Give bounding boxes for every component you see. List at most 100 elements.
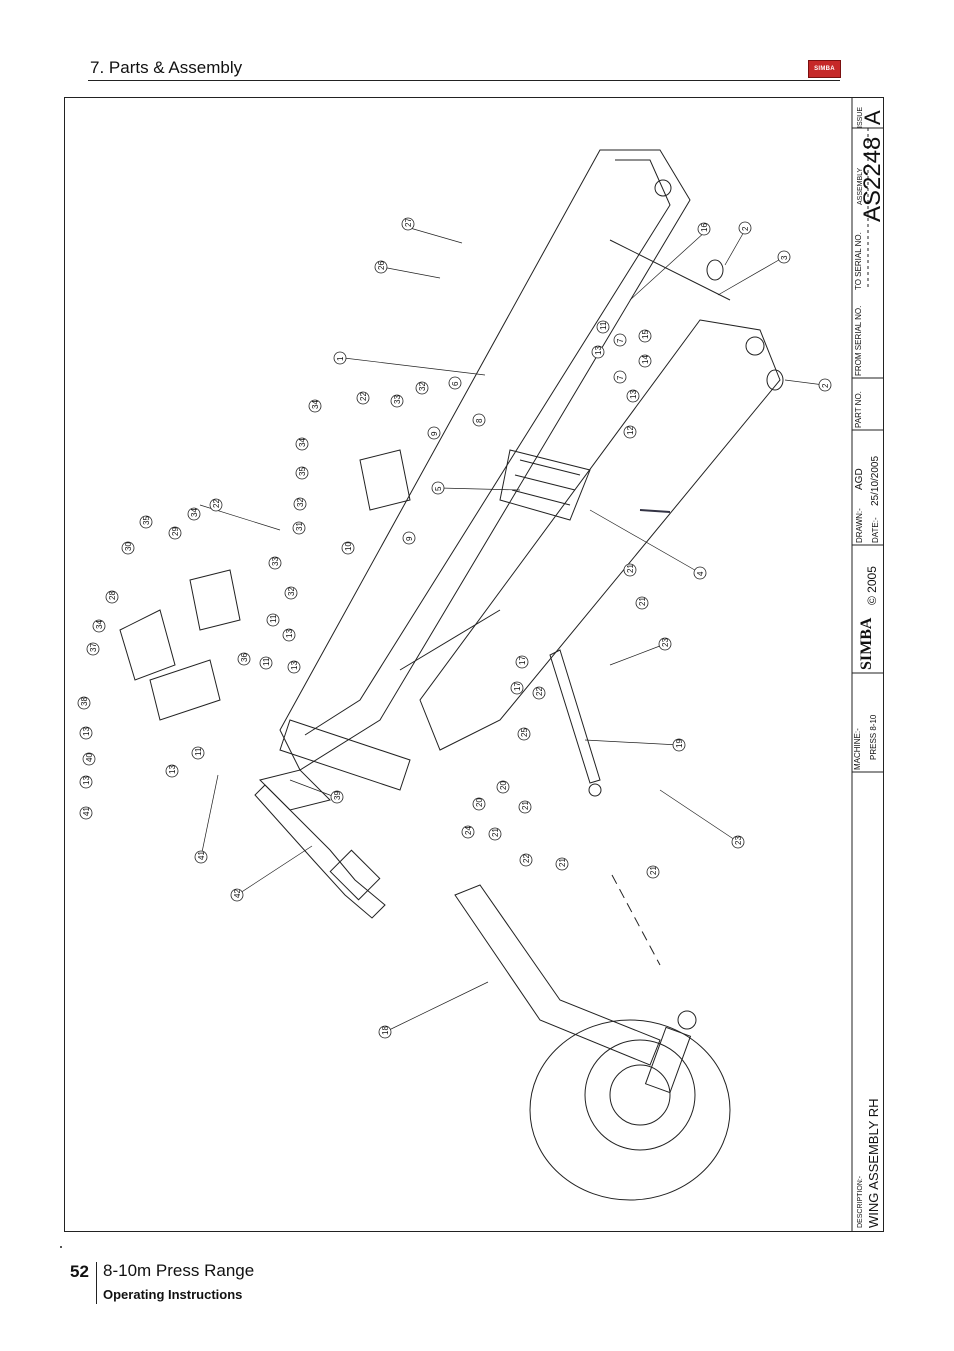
svg-text:11: 11: [262, 657, 271, 666]
svg-text:31: 31: [295, 522, 304, 531]
to-serial-label: TO SERIAL NO.: [854, 232, 863, 290]
callout-13f: 13: [165, 765, 179, 778]
svg-text:34: 34: [95, 620, 104, 629]
svg-text:16: 16: [700, 223, 709, 232]
callout-22c: 22: [532, 687, 546, 700]
callout-34c: 34: [187, 508, 201, 521]
callout-28: 28: [105, 591, 119, 604]
part-callouts: 1 2 2 3 4 5 6 7 7 8 9 9 10 11 11 11 11 1…: [77, 218, 832, 1039]
svg-text:13: 13: [629, 390, 638, 399]
callout-2a: 2: [738, 221, 752, 235]
callout-40: 40: [82, 753, 96, 766]
svg-text:40: 40: [85, 753, 94, 762]
callout-4: 4: [693, 566, 707, 580]
callout-42: 42: [230, 889, 244, 902]
svg-text:28: 28: [108, 591, 117, 600]
callout-34a: 34: [308, 400, 322, 413]
callout-22a: 22: [356, 392, 370, 405]
footer-subtitle: Operating Instructions: [103, 1287, 243, 1302]
callout-2b: 2: [818, 378, 832, 392]
callout-6: 6: [448, 376, 462, 390]
callout-17b: 17: [510, 682, 524, 695]
svg-text:19: 19: [675, 739, 684, 748]
svg-text:20: 20: [499, 781, 508, 790]
callout-21c: 21: [518, 801, 532, 814]
callout-31: 31: [292, 522, 306, 535]
svg-text:21: 21: [558, 858, 567, 867]
svg-text:32: 32: [418, 382, 427, 391]
callout-11d: 11: [191, 746, 205, 760]
svg-text:13: 13: [82, 776, 91, 785]
callout-21a: 21: [623, 564, 637, 577]
svg-text:11: 11: [599, 321, 608, 330]
svg-text:22: 22: [535, 687, 544, 696]
svg-text:13: 13: [285, 629, 294, 638]
svg-text:12: 12: [626, 426, 635, 435]
callout-12: 12: [623, 426, 637, 439]
drawn-value: AGD: [854, 468, 865, 490]
callout-10: 10: [341, 542, 355, 555]
svg-text:37: 37: [89, 643, 98, 652]
svg-text:24: 24: [464, 826, 473, 835]
machine-label: MACHINE:-: [853, 728, 862, 770]
date-value: 25/10/2005: [870, 456, 881, 506]
callout-38: 38: [77, 697, 91, 710]
svg-text:7: 7: [616, 375, 625, 380]
callout-17a: 17: [515, 656, 529, 669]
callout-23a: 23: [658, 638, 672, 651]
drawing-frame: [64, 97, 884, 1232]
svg-text:33: 33: [393, 395, 402, 404]
callout-19: 19: [672, 739, 686, 752]
callout-5: 5: [431, 481, 445, 495]
callout-11c: 11: [259, 656, 273, 670]
svg-text:13: 13: [290, 661, 299, 670]
leader-lines: [199, 227, 825, 1032]
drawing-number: AS2248: [859, 137, 886, 222]
svg-text:41: 41: [197, 851, 206, 860]
svg-text:13: 13: [168, 765, 177, 774]
svg-text:21: 21: [649, 866, 658, 875]
issue-label: ISSUE: [857, 107, 864, 128]
svg-text:13: 13: [82, 727, 91, 736]
svg-text:4: 4: [696, 571, 705, 576]
callout-7a: 7: [613, 333, 627, 347]
callout-13g: 13: [79, 776, 93, 789]
svg-text:32: 32: [287, 587, 296, 596]
title-block: [851, 97, 884, 1232]
svg-text:18: 18: [381, 1026, 390, 1035]
callout-22b: 22: [209, 499, 223, 512]
footer-title: 8-10m Press Range: [103, 1261, 255, 1280]
svg-text:20: 20: [475, 798, 484, 807]
callout-33a: 33: [390, 395, 404, 408]
svg-text:21: 21: [491, 828, 500, 837]
svg-text:30: 30: [124, 542, 133, 551]
callout-11a: 11: [596, 320, 610, 334]
callout-36b: 36: [142, 516, 151, 525]
wing-frame: [279, 149, 784, 791]
callout-7b: 7: [613, 370, 627, 384]
wheel-assembly: [454, 874, 731, 1201]
callout-32c: 32: [284, 587, 298, 600]
svg-text:11: 11: [269, 614, 278, 623]
svg-text:23: 23: [661, 638, 670, 647]
svg-text:42: 42: [233, 889, 242, 898]
svg-text:10: 10: [344, 542, 353, 551]
callout-24: 24: [461, 826, 475, 839]
svg-text:25: 25: [520, 728, 529, 737]
callout-14: 14: [638, 355, 652, 368]
svg-text:1: 1: [336, 356, 345, 361]
callout-22d: 22: [519, 854, 533, 867]
callout-13d: 13: [287, 661, 301, 674]
copyright: © 2005: [865, 566, 879, 605]
callout-20b: 20: [472, 798, 486, 811]
callout-1: 1: [333, 351, 347, 365]
svg-text:21: 21: [638, 597, 647, 606]
section-title: 7. Parts & Assembly: [90, 58, 243, 77]
callout-36: 36: [237, 653, 251, 666]
svg-text:5: 5: [434, 486, 443, 491]
callout-21e: 21: [555, 858, 569, 871]
svg-text:21: 21: [521, 801, 530, 810]
callout-15: 15: [638, 330, 652, 343]
header-rule: [88, 80, 840, 81]
